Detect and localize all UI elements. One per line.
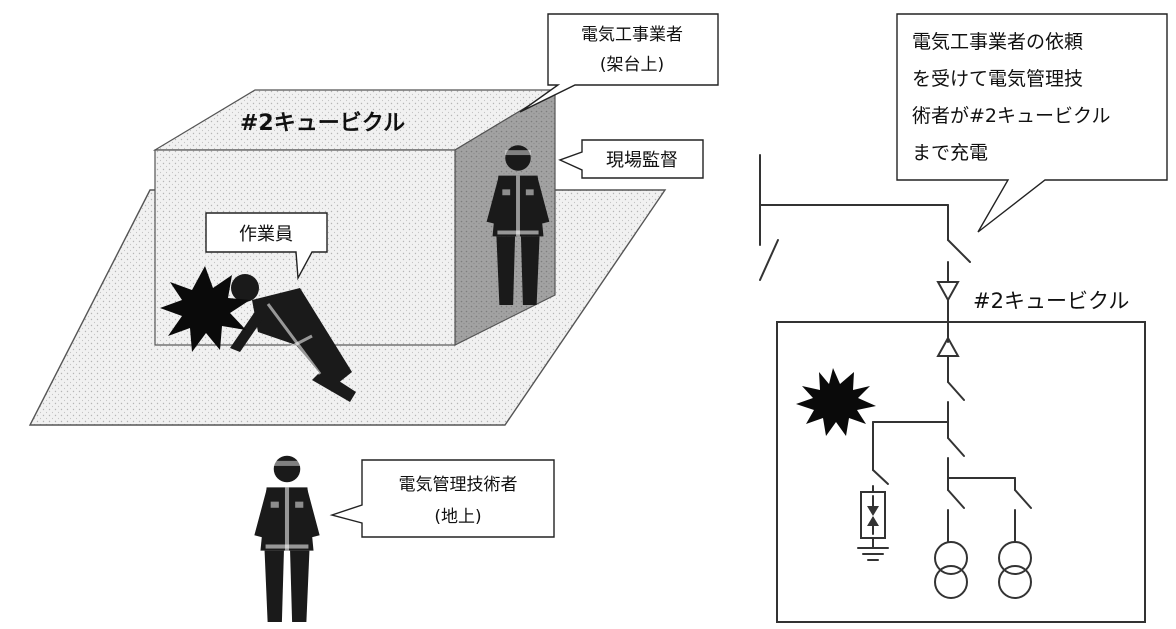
electrician-label-line2: (架台上) [600, 55, 664, 75]
cubicle-frame [776, 321, 1146, 623]
engineer-label-line2: (地上) [434, 507, 481, 527]
transformer-1 [934, 541, 968, 599]
left-scene: #2キュービクル 電気工事業者 (架台上) 現場監督 作業員 [28, 13, 719, 622]
engineer-label-line1: 電気管理技術者 [399, 475, 518, 495]
worker-label: 作業員 [239, 224, 293, 245]
cubicle-label-left: #2キュービクル [240, 111, 405, 136]
transformer-2 [998, 541, 1032, 599]
ground-symbol [857, 547, 889, 561]
supervisor-label: 現場監督 [606, 150, 678, 171]
worker-callout [205, 212, 328, 281]
note-line-3: 術者が#2キュービクル [912, 105, 1110, 127]
arc-flash-burst-right [796, 368, 876, 436]
engineer-figure [254, 455, 320, 622]
supervisor-callout [558, 139, 704, 179]
charging-note-callout [896, 13, 1168, 233]
engineer-callout [329, 459, 555, 538]
note-line-4: まで充電 [912, 142, 988, 164]
arc-flash-burst-left [160, 266, 250, 352]
connector-down-symbol [936, 281, 960, 303]
note-line-1: 電気工事業者の依頼 [912, 31, 1083, 53]
right-scene: 電気工事業者の依頼 を受けて電気管理技 術者が#2キュービクル まで充電 #2キ… [759, 13, 1168, 623]
cubicle-label-right: #2キュービクル [973, 289, 1129, 313]
note-line-2: を受けて電気管理技 [912, 68, 1083, 90]
single-line-diagram: #2キュービクル [759, 154, 1146, 623]
collapsed-worker-figure [230, 274, 356, 402]
electrician-label-line1: 電気工事業者 [581, 25, 683, 45]
electrician-callout [519, 13, 719, 113]
